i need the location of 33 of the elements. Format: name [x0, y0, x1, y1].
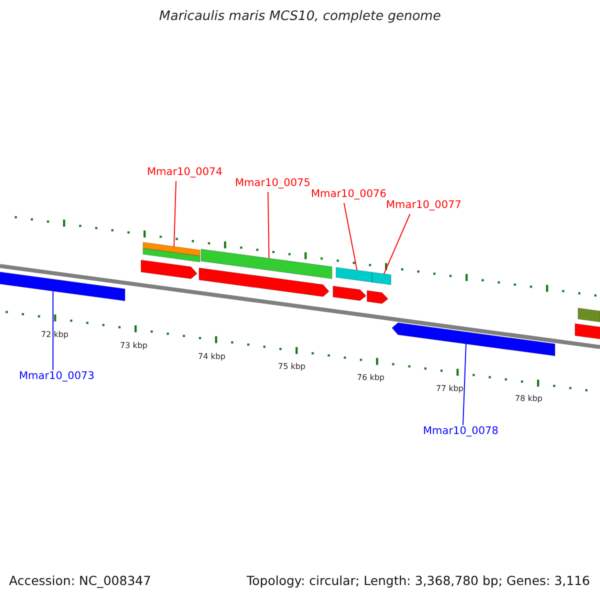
gene-bar	[392, 322, 556, 356]
leader-line	[384, 214, 410, 274]
gene-label: Mmar10_0078	[423, 426, 498, 438]
gene-label: Mmar10_0075	[235, 178, 310, 190]
accession-text: Accession: NC_008347	[9, 574, 152, 588]
gene-bar	[142, 242, 200, 256]
gene-label: Mmar10_0077	[386, 200, 462, 212]
scale-label: 74 kbp	[198, 352, 226, 362]
gene-bar	[140, 260, 198, 280]
gene-bar	[574, 323, 600, 340]
scale-label: 73 kbp	[120, 342, 148, 351]
gene-bar	[142, 248, 200, 262]
leader-line	[344, 202, 358, 271]
genome-summary: Topology: circular; Length: 3,368,780 bp; Genes: 3,116	[246, 574, 590, 588]
scale-label: 77 kbp	[436, 384, 464, 394]
gene-bar	[366, 290, 388, 304]
gene-bar	[372, 272, 392, 286]
gene-label: Mmar10_0073	[19, 371, 94, 383]
gene-bar	[332, 286, 366, 301]
scale-label: 78 kbp	[515, 395, 543, 404]
scale-label: 75 kbp	[278, 363, 306, 372]
gene-bar	[578, 308, 600, 322]
gene-label: Mmar10_0074	[147, 167, 222, 179]
gene-bar	[200, 248, 332, 280]
leader-line	[52, 290, 54, 370]
scale-label: 72 kbp	[41, 331, 69, 340]
gene-label: Mmar10_0076	[311, 189, 386, 201]
leader-line	[268, 192, 270, 259]
title: Maricaulis maris MCS10, complete genome	[158, 10, 442, 24]
leader-line	[462, 343, 466, 426]
gene-bar	[198, 268, 330, 297]
scale-label: 76 kbp	[357, 374, 385, 383]
gene-bar	[0, 270, 126, 302]
